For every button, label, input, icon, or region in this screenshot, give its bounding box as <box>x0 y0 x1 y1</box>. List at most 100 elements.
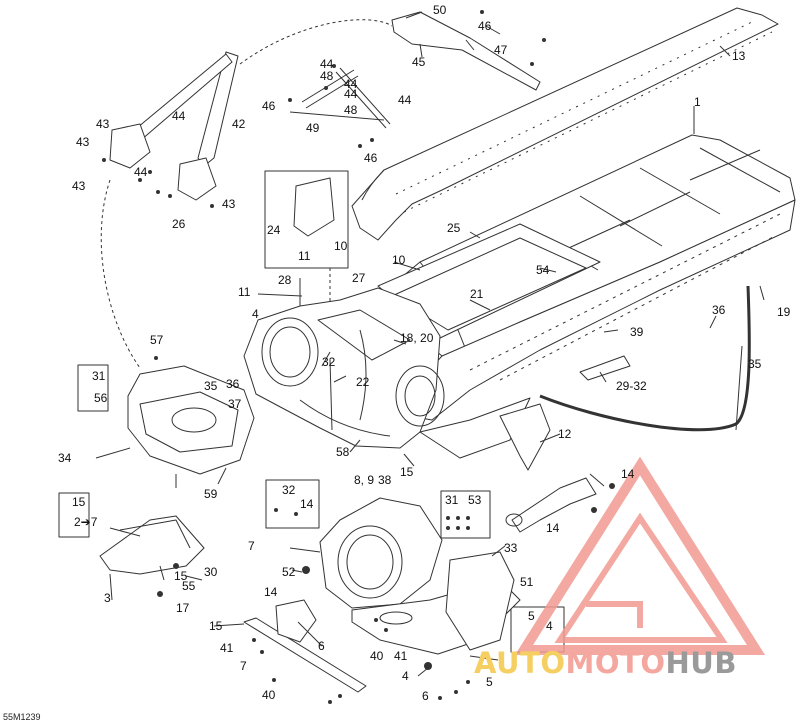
part-callout-67: 15 <box>174 569 188 583</box>
watermark-word-auto: AUTO <box>474 646 566 680</box>
part-callout-35: 36 <box>712 303 726 317</box>
upper-support-bracket <box>391 11 541 91</box>
part-callout-28: 10 <box>392 253 406 267</box>
part-callout-7: 48 <box>320 69 334 83</box>
part-callout-56: 14 <box>621 467 635 481</box>
part-callout-30: 27 <box>352 271 366 285</box>
part-callout-63: 14 <box>546 521 560 535</box>
part-callout-57: 32 <box>282 483 296 497</box>
part-callout-60: 31 <box>445 493 459 507</box>
detail-box-bracket <box>264 170 349 269</box>
part-callout-53: 8, 9 <box>354 473 375 487</box>
part-callout-54: 38 <box>378 473 392 487</box>
part-callout-62: 2➔7 <box>74 515 98 529</box>
part-callout-66: 52 <box>282 565 296 579</box>
part-callout-29: 54 <box>536 263 550 277</box>
part-callout-24: 24 <box>267 223 281 237</box>
part-callout-8: 44 <box>344 77 358 91</box>
part-callout-71: 3 <box>104 591 111 605</box>
part-callout-74: 15 <box>209 619 223 633</box>
part-callout-33: 21 <box>470 287 484 301</box>
part-callout-72: 17 <box>176 601 190 615</box>
part-callout-27: 11 <box>298 249 311 263</box>
part-callout-78: 41 <box>220 641 234 655</box>
watermark-text: AUTOMOTOHUB <box>474 646 737 680</box>
part-callout-49: 12 <box>558 427 572 441</box>
part-callout-14: 44 <box>172 109 186 123</box>
part-callout-77: 4 <box>546 619 553 633</box>
part-callout-51: 58 <box>336 445 350 459</box>
tow-hitch <box>539 285 751 432</box>
part-callout-41: 32 <box>322 355 336 369</box>
part-callout-45: 36 <box>226 377 240 391</box>
part-callout-17: 49 <box>306 121 320 135</box>
part-callout-31: 28 <box>278 273 292 287</box>
part-callout-5: 45 <box>412 55 426 69</box>
part-callout-44: 35 <box>204 379 218 393</box>
part-callout-20: 44 <box>134 165 148 179</box>
part-callout-55: 15 <box>400 465 414 479</box>
part-callout-18: 46 <box>364 151 378 165</box>
part-callout-3: 47 <box>494 43 508 57</box>
part-callout-10: 46 <box>262 99 276 113</box>
part-callout-1: 50 <box>433 3 447 17</box>
diagram-code: 55M1239 <box>3 712 41 722</box>
part-callout-34: 19 <box>777 305 791 319</box>
part-callout-2: 46 <box>478 19 492 33</box>
part-callout-36: 4 <box>252 307 259 321</box>
part-callout-68: 30 <box>204 565 218 579</box>
part-callout-32: 11 <box>238 285 251 299</box>
part-callout-50: 34 <box>58 451 72 465</box>
part-callout-83: 40 <box>262 688 276 702</box>
part-callout-22: 43 <box>222 197 236 211</box>
part-callout-69: 51 <box>520 575 534 589</box>
part-callout-64: 7 <box>248 539 255 553</box>
part-callout-9: 44 <box>344 87 358 101</box>
part-callout-6: 44 <box>320 57 334 71</box>
part-callout-81: 41 <box>394 649 408 663</box>
part-callout-13: 43 <box>96 117 110 131</box>
part-callout-59: 15 <box>72 495 86 509</box>
steering-column <box>197 51 239 167</box>
part-callout-48: 29-32 <box>616 379 647 393</box>
part-callout-52: 59 <box>204 487 218 501</box>
part-callout-15: 42 <box>232 117 246 131</box>
part-callout-70: 55 <box>182 579 196 593</box>
front-bulkhead <box>243 287 441 449</box>
part-callout-82: 4 <box>402 669 409 683</box>
part-callout-23: 26 <box>172 217 186 231</box>
part-callout-80: 40 <box>370 649 384 663</box>
part-callout-11: 48 <box>344 103 358 117</box>
part-callout-84: 6 <box>422 689 429 703</box>
part-callout-58: 14 <box>300 497 314 511</box>
skid-plate <box>243 617 367 693</box>
part-callout-73: 14 <box>264 585 278 599</box>
part-callout-25: 10 <box>334 239 348 253</box>
part-callout-26: 25 <box>447 221 461 235</box>
tunnel-cover <box>351 7 779 241</box>
part-callout-75: 6 <box>318 639 325 653</box>
watermark-triangle-logo <box>514 456 766 655</box>
part-callout-43: 56 <box>94 391 108 405</box>
part-callout-61: 53 <box>468 493 482 507</box>
part-callout-38: 18, 20 <box>400 331 434 345</box>
part-callout-42: 31 <box>92 369 106 383</box>
watermark-word-moto: MOTO <box>565 646 666 680</box>
part-callout-85: 5 <box>486 675 493 689</box>
part-callout-21: 43 <box>72 179 86 193</box>
lower-frame <box>319 497 443 609</box>
part-callout-79: 7 <box>240 659 247 673</box>
part-callout-76: 5 <box>528 609 535 623</box>
part-callout-46: 22 <box>356 375 370 389</box>
part-callout-19: 43 <box>76 135 90 149</box>
part-callout-39: 35 <box>748 357 762 371</box>
part-callout-4: 13 <box>732 49 746 63</box>
part-callout-47: 37 <box>228 397 242 411</box>
part-callout-37: 39 <box>630 325 644 339</box>
part-callout-16: 1 <box>694 95 701 109</box>
part-callout-12: 44 <box>398 93 412 107</box>
part-callout-40: 57 <box>150 333 164 347</box>
watermark-word-hub: HUB <box>665 646 737 680</box>
part-callout-65: 33 <box>504 541 518 555</box>
